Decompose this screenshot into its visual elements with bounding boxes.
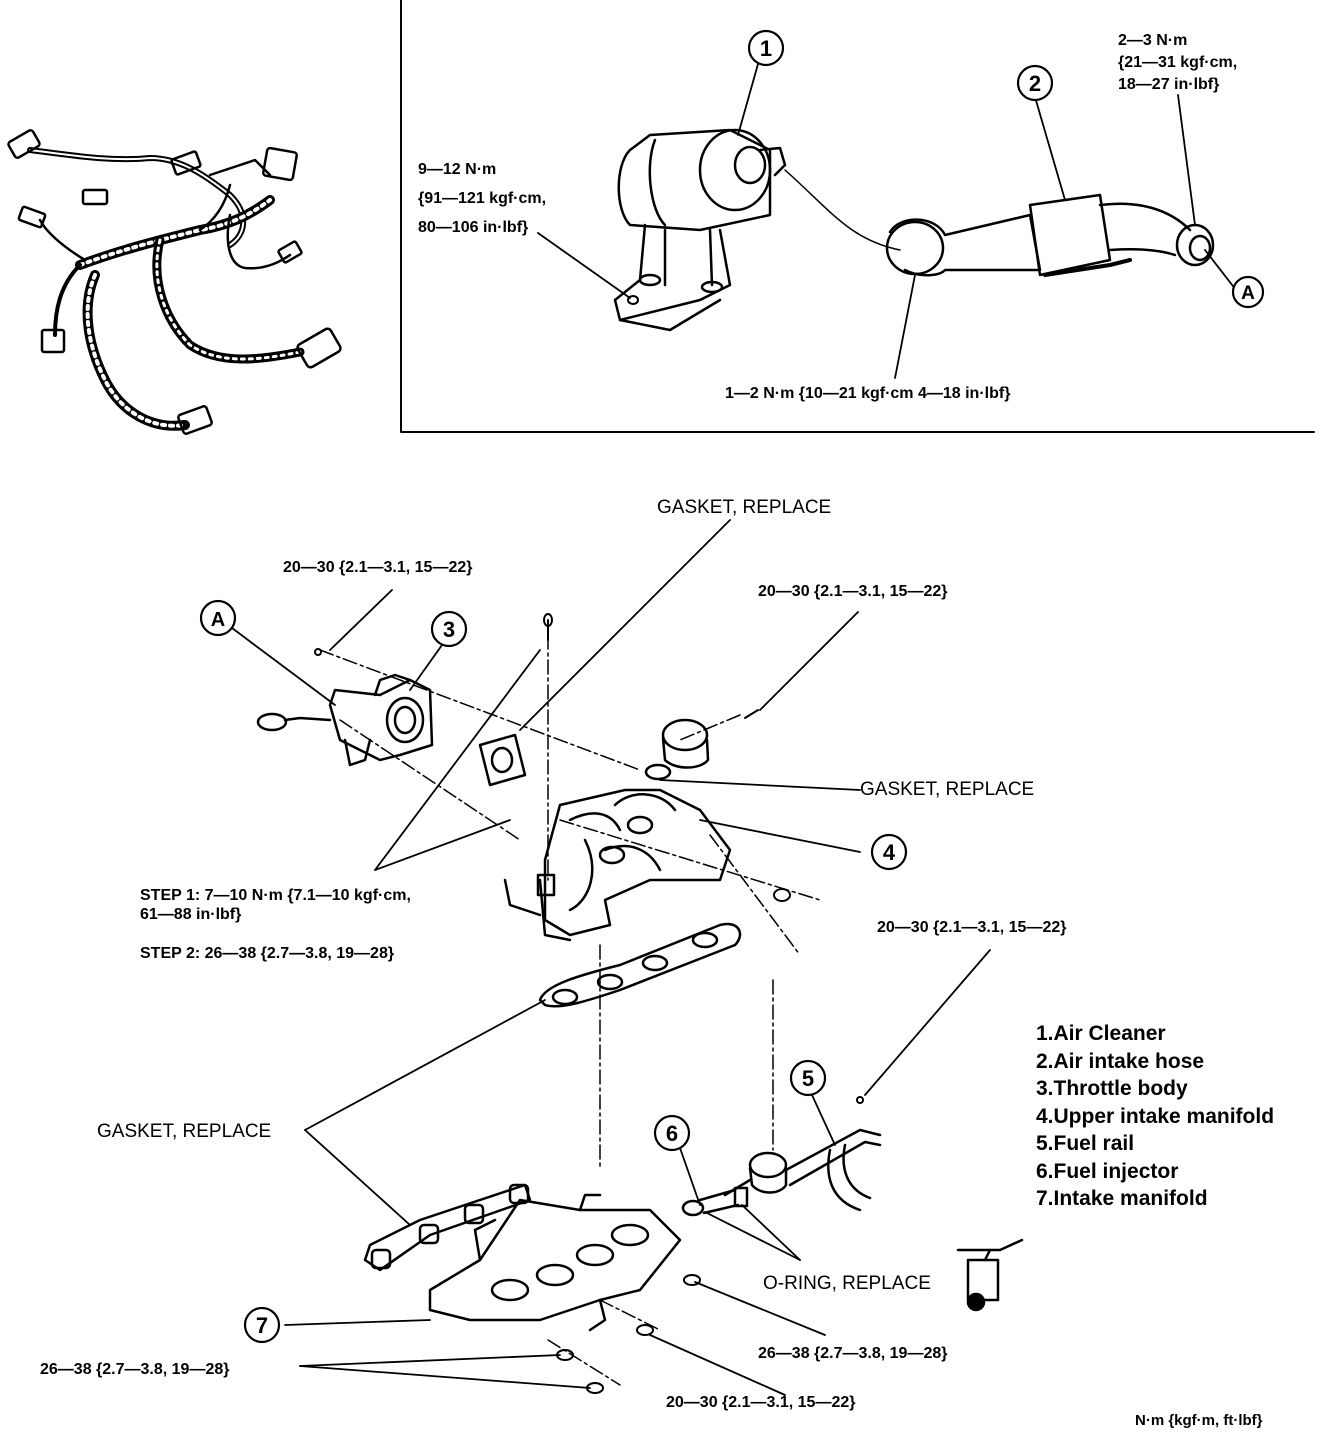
- throttle-body-drawing: [256, 673, 434, 767]
- legend-item: 5.Fuel rail: [1036, 1132, 1135, 1155]
- egr-valve-drawing: [644, 718, 710, 781]
- lower-gasket-drawing: [363, 1183, 532, 1272]
- legend-item: 3.Throttle body: [1036, 1077, 1188, 1100]
- upper-gasket-drawing: [538, 922, 742, 1008]
- legend-item: 2.Air intake hose: [1036, 1049, 1205, 1073]
- wiring-harness-drawing: [7, 129, 342, 435]
- torque-step2: STEP 2: 26—38 {2.7—3.8, 19—28}: [140, 945, 395, 962]
- torque-egr-bolt: 20—30 {2.1—3.1, 15—22}: [758, 583, 948, 600]
- note-gasket-left: GASKET, REPLACE: [97, 1121, 272, 1142]
- torque-hose-clamp-bottom: 1—2 N·m {10—21 kgf·cm 4—18 in·lbf}: [725, 385, 1011, 402]
- callout-3: 3: [443, 617, 455, 642]
- bolts: [314, 295, 864, 1394]
- assembly-center-lines: [319, 634, 821, 1386]
- upper-intake-manifold-drawing: [503, 788, 732, 942]
- leader-lines: [231, 63, 1237, 1396]
- legend-item: 4.Upper intake manifold: [1036, 1104, 1275, 1128]
- callout-4: 4: [883, 840, 896, 865]
- throttle-gasket-drawing: [478, 733, 527, 787]
- intake-manifold-drawing: [428, 1193, 682, 1332]
- callout-a-top: A: [1241, 283, 1255, 304]
- callout-a-main: A: [211, 609, 225, 631]
- callout-2: 2: [1029, 71, 1041, 96]
- fuel-injector-drawing: [681, 1186, 749, 1217]
- torque-intake-left: 26—38 {2.7—3.8, 19—28}: [40, 1361, 230, 1378]
- torque-fuel-rail-bolt: 20—30 {2.1—3.1, 15—22}: [877, 919, 1067, 936]
- units-note: N·m {kgf·m, ft·lbf}: [1135, 1412, 1263, 1429]
- fuel-rail-drawing: [723, 1128, 882, 1212]
- callout-1: 1: [760, 36, 772, 61]
- air-cleaner-drawing: [613, 128, 901, 332]
- torque-hose-clamp-top: 2—3 N·m {21—31 kgf·cm, 18—27 in·lbf}: [1118, 32, 1238, 93]
- note-oring: O-RING, REPLACE: [763, 1273, 931, 1294]
- torque-throttle-bolt: 20—30 {2.1—3.1, 15—22}: [283, 559, 473, 576]
- parts-legend: 1.Air Cleaner 2.Air intake hose 3.Thrott…: [1036, 1020, 1274, 1213]
- callout-7: 7: [256, 1313, 268, 1338]
- torque-step1: STEP 1: 7—10 N·m {7.1—10 kgf·cm, 61—88 i…: [140, 887, 411, 923]
- legend-item: 7.Intake manifold: [1036, 1187, 1208, 1210]
- callout-5: 5: [802, 1066, 814, 1091]
- air-intake-hose-drawing: [885, 193, 1215, 277]
- note-gasket-egr: GASKET, REPLACE: [860, 779, 1035, 800]
- note-gasket-top: GASKET, REPLACE: [657, 497, 832, 518]
- legend-item: 1.Air Cleaner: [1036, 1022, 1166, 1045]
- torque-air-cleaner-mount: 9—12 N·m {91—121 kgf·cm, 80—106 in·lbf}: [418, 161, 547, 236]
- torque-intake-right: 26—38 {2.7—3.8, 19—28}: [758, 1345, 948, 1362]
- callout-circles: [199, 29, 1265, 1344]
- torque-intake-bottom: 20—30 {2.1—3.1, 15—22}: [666, 1394, 856, 1411]
- legend-item: 6.Fuel injector: [1036, 1159, 1179, 1183]
- oring-tool-drawing: [956, 1238, 1024, 1312]
- callout-6: 6: [666, 1121, 678, 1146]
- inset-frame: [400, 0, 1315, 433]
